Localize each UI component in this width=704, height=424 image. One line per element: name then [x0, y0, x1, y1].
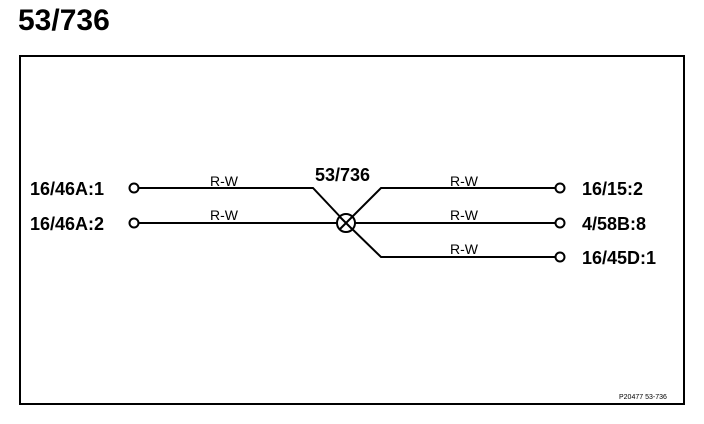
- wire-color-right-1: R-W: [450, 173, 479, 189]
- wire-right-3: [345, 222, 555, 258]
- terminal-right-3: [554, 251, 566, 263]
- splice-label: 53/736: [315, 165, 370, 185]
- wire-right-1: [345, 187, 555, 224]
- connector-label-right-3: 16/45D:1: [582, 248, 656, 268]
- terminal-left-1: [128, 182, 140, 194]
- terminal-left-2: [128, 217, 140, 229]
- splice-icon: [336, 213, 356, 233]
- connector-label-right-2: 4/58B:8: [582, 214, 646, 234]
- wire-color-left-1: R-W: [210, 173, 239, 189]
- page-title: 53/736: [18, 4, 110, 37]
- wire-color-right-2: R-W: [450, 207, 479, 223]
- terminal-right-1: [554, 182, 566, 194]
- diagram-frame: [19, 55, 685, 405]
- reference-code: P20477 53-736: [619, 394, 667, 401]
- connector-label-right-1: 16/15:2: [582, 179, 643, 199]
- wire-color-left-2: R-W: [210, 207, 239, 223]
- wire-left-1: [139, 187, 347, 224]
- terminal-right-2: [554, 217, 566, 229]
- wire-color-right-3: R-W: [450, 241, 479, 257]
- connector-label-left-1: 16/46A:1: [30, 179, 104, 199]
- connector-label-left-2: 16/46A:2: [30, 214, 104, 234]
